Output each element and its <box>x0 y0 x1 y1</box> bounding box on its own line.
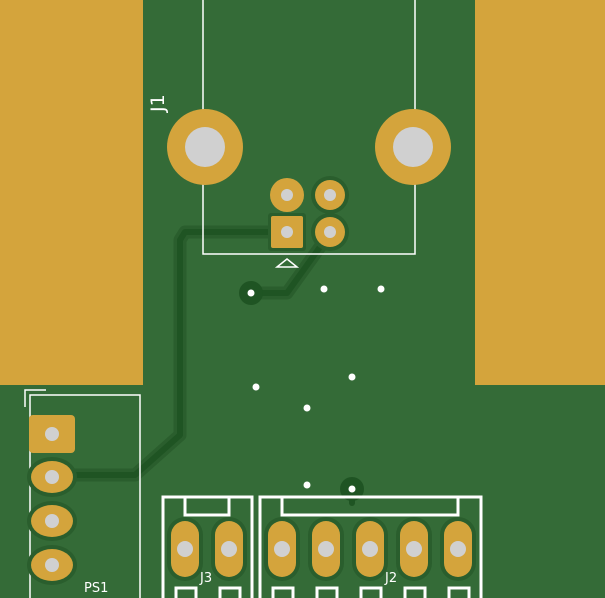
j1-pins <box>268 176 349 251</box>
pin1-marker-icon <box>274 258 300 268</box>
ps1-outline <box>24 389 141 598</box>
j1-label: J1 <box>147 94 169 113</box>
j3-pins <box>167 517 247 581</box>
copper-pour-right <box>475 0 605 385</box>
copper-pour-left <box>0 0 143 385</box>
vias <box>239 281 385 501</box>
j1-mounting-holes <box>167 109 451 185</box>
j2-outline <box>258 495 483 598</box>
j2-pins <box>264 517 476 581</box>
trace-j1-to-ps1 <box>49 229 290 478</box>
j3-label: J3 <box>199 571 212 586</box>
j2-label: J2 <box>384 571 397 586</box>
ps1-label: PS1 <box>84 581 108 596</box>
ps1-pins <box>27 415 77 585</box>
j3-outline <box>161 495 254 598</box>
